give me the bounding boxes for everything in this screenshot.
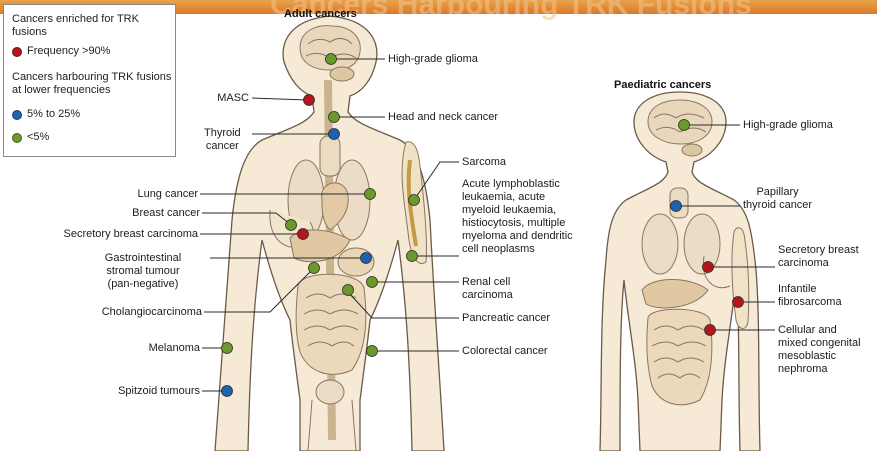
legend-low-label: <5% xyxy=(27,131,49,144)
marker-spitzoid xyxy=(222,386,233,397)
label-head-neck: Head and neck cancer xyxy=(388,111,498,124)
marker-pancreatic xyxy=(343,285,354,296)
paediatric-cancers-title: Paediatric cancers xyxy=(614,79,711,91)
label-breast: Breast cancer xyxy=(132,207,200,220)
label-renal-line2: carcinoma xyxy=(462,289,513,302)
marker-secretory-breast xyxy=(298,229,309,240)
label-adult-hgg: High-grade glioma xyxy=(388,53,478,66)
label-gist-block: Gastrointestinal stromal tumour (pan-neg… xyxy=(78,252,208,291)
label-thyroid-line1: Thyroid xyxy=(204,127,241,140)
label-thyroid-block: Thyroid cancer xyxy=(204,127,241,153)
label-sarcoma: Sarcoma xyxy=(462,156,506,169)
label-child-sbc-block: Secretory breast carcinoma xyxy=(778,244,859,270)
label-gist-line3: (pan-negative) xyxy=(78,278,208,291)
legend-item-low: <5% xyxy=(12,131,49,144)
marker-sarcoma xyxy=(409,195,420,206)
marker-cholangio xyxy=(309,263,320,274)
marker-child-sbc xyxy=(703,262,714,273)
legend-high-label: Frequency >90% xyxy=(27,45,110,58)
label-renal-line1: Renal cell xyxy=(462,276,513,289)
adult-bladder xyxy=(316,380,344,404)
legend-dot-high xyxy=(12,47,22,57)
label-gist-line2: stromal tumour xyxy=(78,265,208,278)
child-left-lung xyxy=(642,214,678,274)
adult-cerebellum xyxy=(330,67,354,81)
legend-item-mid: 5% to 25% xyxy=(12,108,80,121)
marker-papillary xyxy=(671,201,682,212)
legend-lower-title: Cancers harbouring TRK fusions at lower … xyxy=(12,71,177,97)
label-fibro-line1: Infantile xyxy=(778,283,842,296)
label-child-hgg: High-grade glioma xyxy=(743,119,833,132)
adult-trachea xyxy=(320,136,340,176)
label-lung: Lung cancer xyxy=(137,188,198,201)
legend-item-high: Frequency >90% xyxy=(12,45,110,58)
marker-gist xyxy=(361,253,372,264)
label-leuk-line1: Acute lymphoblastic xyxy=(462,178,573,191)
marker-melanoma xyxy=(222,343,233,354)
marker-fibrosarcoma xyxy=(733,297,744,308)
label-child-sbc-line2: carcinoma xyxy=(778,257,859,270)
marker-head-neck xyxy=(329,112,340,123)
adult-cancers-title: Adult cancers xyxy=(284,8,357,20)
label-papillary-block: Papillary thyroid cancer xyxy=(743,186,812,212)
marker-adult-hgg xyxy=(326,54,337,65)
marker-thyroid xyxy=(329,129,340,140)
label-cmn-line1: Cellular and xyxy=(778,324,861,337)
marker-colorectal xyxy=(367,346,378,357)
legend-mid-label: 5% to 25% xyxy=(27,108,80,121)
marker-masc xyxy=(304,95,315,106)
marker-breast xyxy=(286,220,297,231)
label-melanoma: Melanoma xyxy=(149,342,200,355)
label-leuk-line3: myeloid leukaemia, xyxy=(462,204,573,217)
label-colorectal: Colorectal cancer xyxy=(462,345,548,358)
child-intestines xyxy=(647,309,712,405)
label-leuk-line5: myeloma and dendritic xyxy=(462,230,573,243)
legend-box: Cancers enriched for TRK fusions Frequen… xyxy=(3,4,176,157)
label-leuk-line6: cell neoplasms xyxy=(462,243,573,256)
label-pancreatic: Pancreatic cancer xyxy=(462,312,550,325)
legend-dot-mid xyxy=(12,110,22,120)
label-leuk-line4: histiocytosis, multiple xyxy=(462,217,573,230)
label-spitzoid: Spitzoid tumours xyxy=(118,385,200,398)
label-leuk-line2: leukaemia, acute xyxy=(462,191,573,204)
label-leukaemia-block: Acute lymphoblastic leukaemia, acute mye… xyxy=(462,178,573,256)
label-papillary-line2: thyroid cancer xyxy=(743,199,812,212)
label-thyroid-line2: cancer xyxy=(204,140,241,153)
label-fibro-line2: fibrosarcoma xyxy=(778,296,842,309)
marker-leukaemia xyxy=(407,251,418,262)
label-cholangio: Cholangiocarcinoma xyxy=(102,306,202,319)
legend-dot-low xyxy=(12,133,22,143)
label-gist-line1: Gastrointestinal xyxy=(78,252,208,265)
marker-renal xyxy=(367,277,378,288)
legend-enriched-title: Cancers enriched for TRK fusions xyxy=(12,13,162,39)
label-renal-block: Renal cell carcinoma xyxy=(462,276,513,302)
label-secretory-breast: Secretory breast carcinoma xyxy=(64,228,199,241)
label-fibrosarcoma-block: Infantile fibrosarcoma xyxy=(778,283,842,309)
label-child-sbc-line1: Secretory breast xyxy=(778,244,859,257)
label-cmn-line2: mixed congenital xyxy=(778,337,861,350)
adult-intestines xyxy=(296,274,366,374)
label-cmn-line3: mesoblastic xyxy=(778,350,861,363)
child-right-lung xyxy=(684,214,720,274)
label-masc: MASC xyxy=(217,92,249,105)
marker-lung xyxy=(365,189,376,200)
child-cerebellum xyxy=(682,144,702,156)
label-papillary-line1: Papillary xyxy=(743,186,812,199)
marker-child-hgg xyxy=(679,120,690,131)
label-cmn-block: Cellular and mixed congenital mesoblasti… xyxy=(778,324,861,376)
label-cmn-line4: nephroma xyxy=(778,363,861,376)
marker-cmn xyxy=(705,325,716,336)
